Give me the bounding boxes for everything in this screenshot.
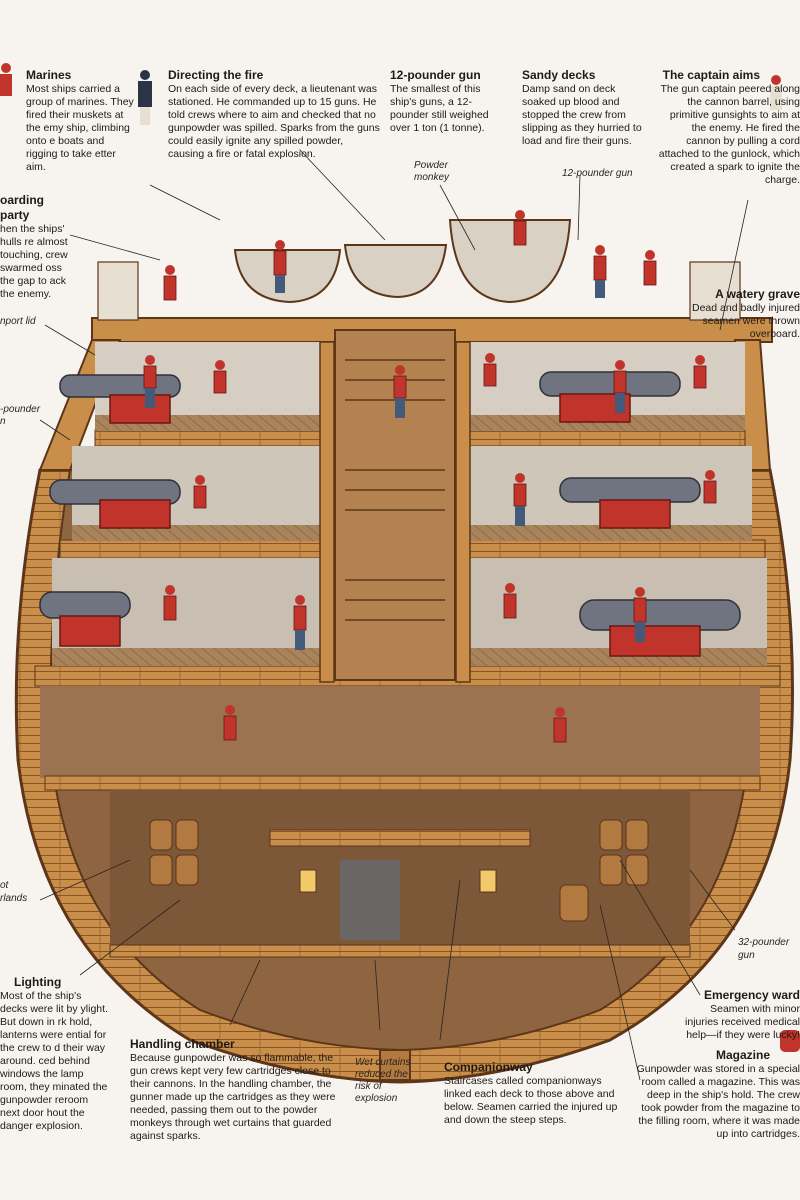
twelve-text: The smallest of this ship's guns, a 12-p… [390, 83, 489, 134]
caption-powder-monkey: Powder monkey [414, 160, 450, 183]
boarding-text: hen the ships' hulls re almost touching,… [0, 223, 68, 300]
marine-icon [0, 63, 12, 96]
captain-title: The captain aims [662, 68, 760, 82]
captain-text: The gun captain peered along the cannon … [658, 83, 800, 186]
caption-gunport-lid: nport lid [0, 316, 36, 327]
label-sandy-decks: Sandy decks Damp sand on deck soaked up … [522, 68, 652, 148]
label-magazine: Magazine Gunpowder was stored in a speci… [630, 1048, 800, 1141]
keel [379, 1049, 411, 1081]
magazine-text: Gunpowder was stored in a special room c… [636, 1063, 800, 1140]
lighting-text: Most of the ship's decks were lit by yli… [0, 990, 108, 1132]
boats [233, 219, 572, 304]
label-handling-chamber: Handling chamber Because gunpowder was s… [130, 1037, 345, 1143]
label-emergency-ward: Emergency ward Seamen with minor injurie… [680, 988, 800, 1042]
caption-wet-curtains: Wet curtains reduced the risk of explosi… [355, 1057, 411, 1104]
lighting-title: Lighting [14, 975, 62, 989]
label-twelve-pounder: 12-pounder gun The smallest of this ship… [390, 68, 500, 135]
directing-title: Directing the fire [168, 68, 264, 82]
label-companionway: Companionway Staircases called companion… [444, 1060, 624, 1127]
label-directing-fire: Directing the fire On each side of every… [132, 68, 382, 161]
companion-title: Companionway [444, 1060, 533, 1074]
caption-pounder-left: -pounder [0, 404, 41, 415]
wet-curtain [340, 860, 400, 940]
watery-title: A watery grave [715, 287, 800, 301]
caption-32-pounder-gun: gun [738, 950, 755, 961]
emergency-title: Emergency ward [703, 988, 800, 1002]
companion-text: Staircases called companionways linked e… [444, 1075, 618, 1126]
directing-text: On each side of every deck, a lieutenant… [168, 83, 380, 160]
caption-12-pounder-gun: 12-pounder gun [562, 168, 633, 179]
marines-text: Most ships carried a group of marines. T… [26, 83, 134, 173]
orlop-deck [40, 686, 760, 778]
label-watery-grave: A watery grave Dead and badly injured se… [688, 287, 800, 341]
watery-text: Dead and badly injured seamen were throw… [692, 302, 800, 340]
label-boarding-party: oarding party hen the ships' hulls re al… [0, 193, 70, 301]
caption-pounder-left-2: n [0, 416, 6, 427]
handling-text: Because gunpowder was so flammable, the … [130, 1052, 336, 1142]
label-captain-aims: The captain aims The gun captain peered … [658, 68, 800, 187]
caption-pot: ot [0, 880, 9, 891]
leader-lines [39, 149, 749, 1081]
sandy-text: Damp sand on deck soaked up blood and st… [522, 83, 642, 147]
lanterns [299, 869, 497, 893]
marines-title: Marines [26, 68, 72, 82]
crew-figures [143, 210, 717, 743]
caption-garlands: rlands [0, 893, 28, 904]
magazine-title: Magazine [715, 1048, 770, 1062]
label-lighting: Lighting Most of the ship's decks were l… [0, 975, 108, 1133]
label-marines: Marines Most ships carried a group of ma… [26, 68, 134, 174]
sandy-title: Sandy decks [522, 68, 596, 82]
lieutenant-icon [138, 70, 152, 125]
twelve-title: 12-pounder gun [390, 68, 481, 82]
caption-32-pounder: 32-pounder [738, 937, 790, 948]
boarding-title: oarding party [0, 193, 44, 222]
handling-title: Handling chamber [130, 1037, 235, 1051]
magazine-barrel-icon [780, 1030, 800, 1052]
emergency-text: Seamen with minor injuries received medi… [685, 1003, 800, 1041]
gun-captain-icon [770, 75, 782, 110]
